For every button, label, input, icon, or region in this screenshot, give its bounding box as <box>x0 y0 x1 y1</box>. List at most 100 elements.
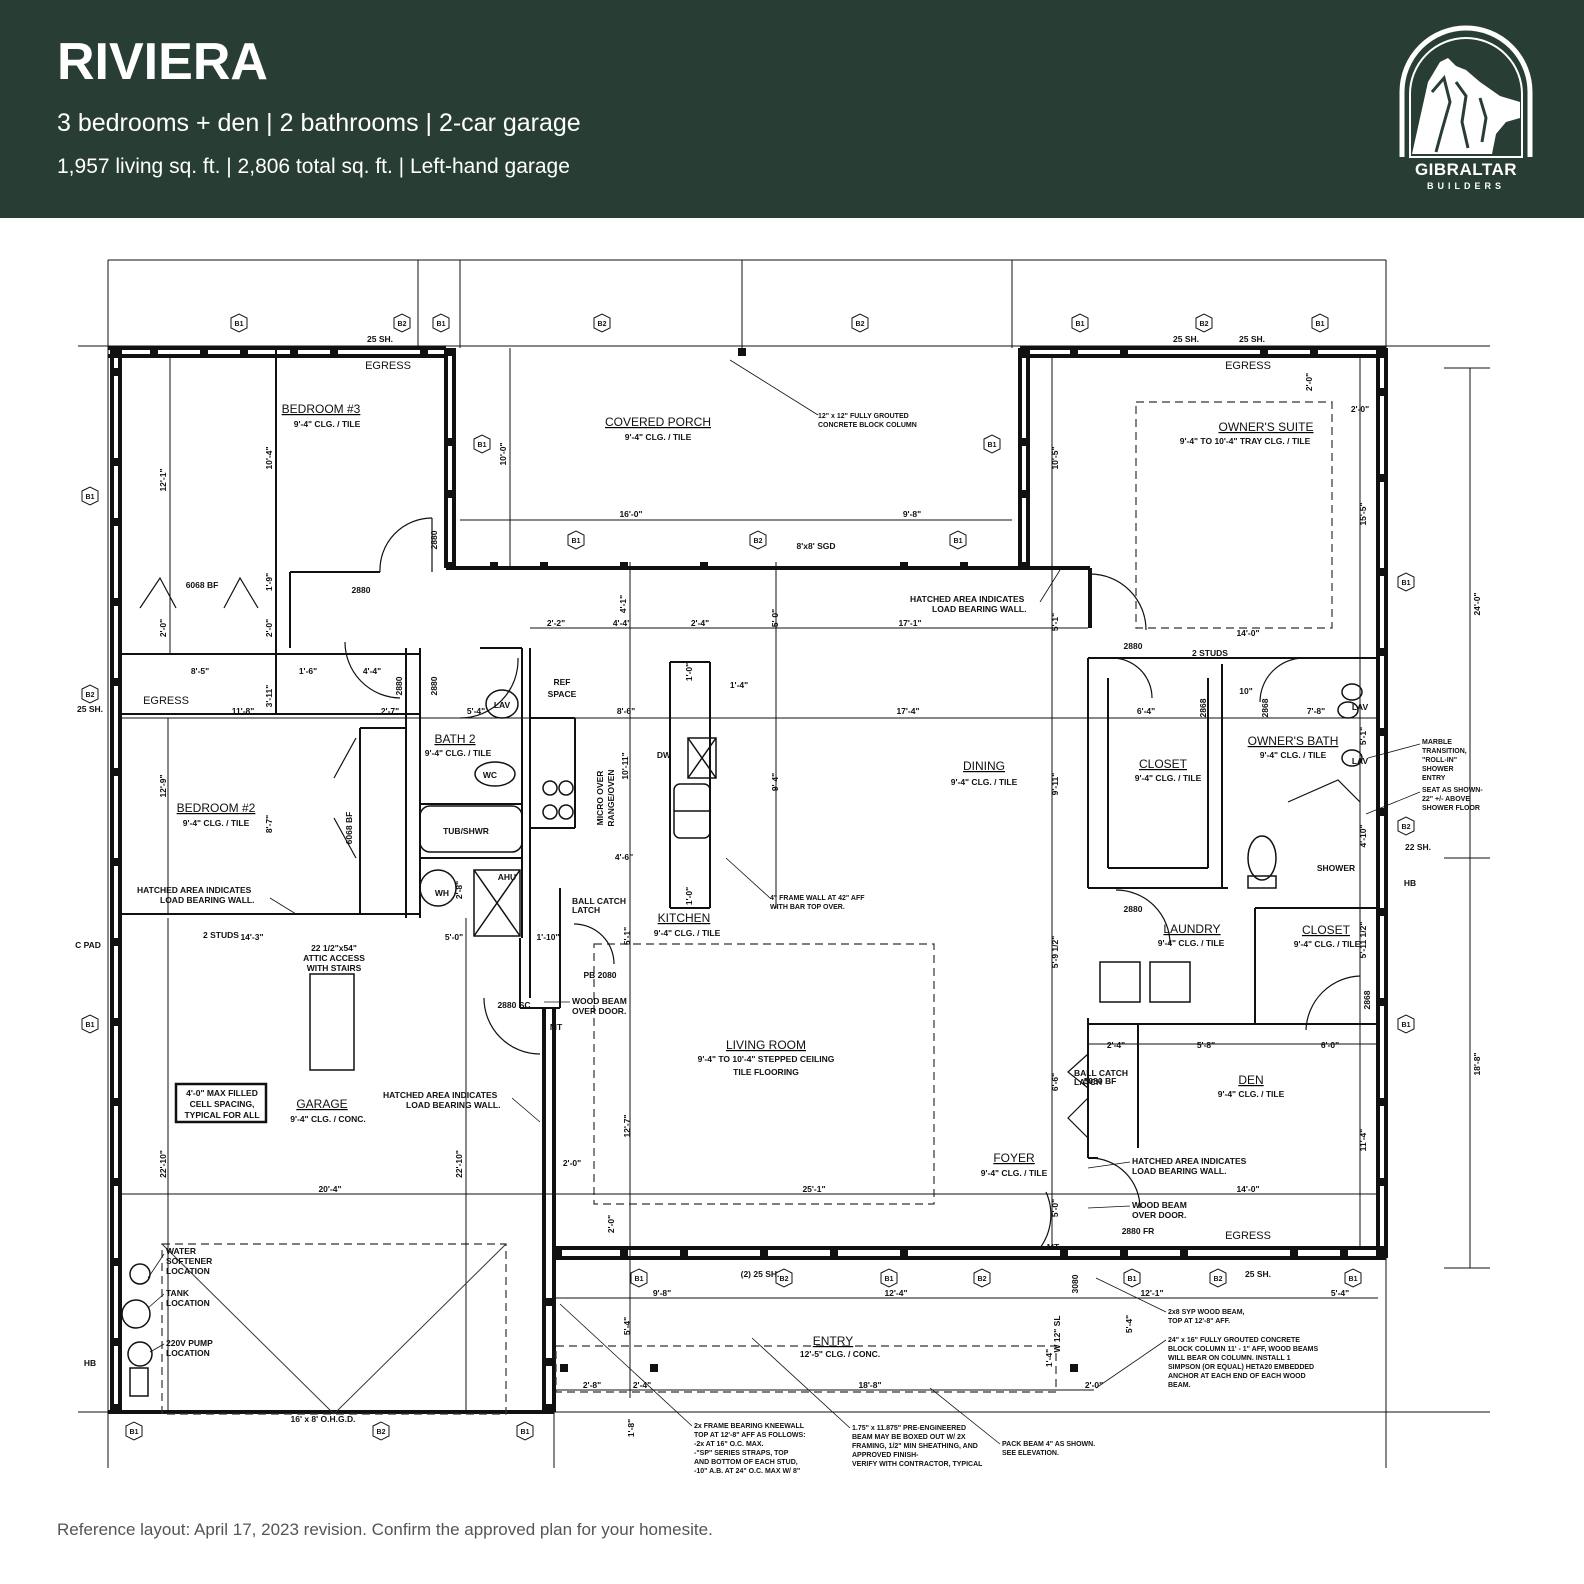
dim-label: 10'-4" <box>264 446 274 469</box>
lav-label: LAV <box>1352 756 1369 766</box>
plan-specs: 1,957 living sq. ft. | 2,806 total sq. f… <box>57 155 570 178</box>
dim-label: 17'-1" <box>898 618 921 628</box>
dim-label: 18'-8" <box>1472 1052 1482 1075</box>
room-note: 9'-4" CLG. / TILE <box>1260 750 1327 760</box>
dim-label: 5'-4" <box>1124 1315 1134 1333</box>
beam-label: B1 <box>1128 1276 1137 1283</box>
engineered-note: FRAMING, 1/2" MIN SHEATHING, AND <box>852 1443 978 1450</box>
hatch-note: HATCHED AREA INDICATES <box>383 1090 498 1100</box>
dim-label: 2'-0" <box>606 1215 616 1233</box>
dim-label: 8'-6" <box>617 706 635 716</box>
studs-label: 2 STUDS <box>1192 648 1228 658</box>
bf-label: 5080 BF <box>1084 1076 1117 1086</box>
block-note: BLOCK COLUMN 11' - 1" AFF, WOOD BEAMS <box>1168 1346 1319 1353</box>
dim-label: 2'-0" <box>1085 1380 1103 1390</box>
mt-label: MT <box>1047 1242 1060 1252</box>
syp-note: 2x8 SYP WOOD BEAM, <box>1168 1309 1245 1316</box>
seat-note: SHOWER FLOOR <box>1422 805 1480 812</box>
dim-label: 18'-8" <box>858 1380 881 1390</box>
attic-label: 22 1/2"x54" <box>311 943 357 953</box>
dim-label: 1'-4" <box>1044 1349 1054 1367</box>
beam-label: B2 <box>377 1429 386 1436</box>
marble-note: MARBLE <box>1422 739 1452 746</box>
beam-label: B1 <box>86 1022 95 1029</box>
room-note: 9'-4" TO 10'-4" TRAY CLG. / TILE <box>1180 436 1311 446</box>
beam-label: B1 <box>988 442 997 449</box>
beam-label: B1 <box>1402 580 1411 587</box>
hatch-note: LOAD BEARING WALL. <box>1132 1166 1226 1176</box>
marble-note: TRANSITION, <box>1422 748 1467 755</box>
pump-note: 220V PUMP <box>166 1338 213 1348</box>
beam-label: B2 <box>978 1276 987 1283</box>
dim-label: 10'-0" <box>498 442 508 465</box>
dim-label: 25'-1" <box>802 1184 825 1194</box>
wc-label: WC <box>483 770 497 780</box>
dim-label: 1'-10" <box>536 932 559 942</box>
mt-label: MT <box>550 1022 563 1032</box>
block-note: 24" x 16" FULLY GROUTED CONCRETE <box>1168 1337 1300 1344</box>
beam-label: B2 <box>1200 321 1209 328</box>
room-note: 9'-4" CLG. / TILE <box>951 777 1018 787</box>
dim-label: 4'-6" <box>615 852 633 862</box>
kneewall-note: -2x AT 16" O.C. MAX. <box>694 1441 763 1448</box>
dw-label: DW <box>657 750 672 760</box>
beam-label: B1 <box>1402 1022 1411 1029</box>
beam-label: B1 <box>954 538 963 545</box>
dim-label: 12'-4" <box>884 1288 907 1298</box>
ballcatch-note: BALL CATCH <box>572 896 626 906</box>
wood-note: OVER DOOR. <box>1132 1210 1186 1220</box>
beam-label: B2 <box>780 1276 789 1283</box>
pad-label: C PAD <box>75 940 101 950</box>
room-note: 9'-4" CLG. / TILE <box>425 748 492 758</box>
beam-label: B2 <box>1214 1276 1223 1283</box>
kneewall-note: TOP AT 12'-8" AFF AS FOLLOWS: <box>694 1432 806 1439</box>
beam-label: B1 <box>521 1429 530 1436</box>
softener-note: SOFTENER <box>166 1256 212 1266</box>
engineered-note: VERIFY WITH CONTRACTOR, TYPICAL <box>852 1461 983 1468</box>
room-note: 9'-4" CLG. / CONC. <box>290 1114 365 1124</box>
dim-label: 5'-4" <box>1331 1288 1349 1298</box>
door-label: 2880 <box>1124 641 1143 651</box>
marble-note: SHOWER <box>1422 766 1454 773</box>
beam-label: B2 <box>86 692 95 699</box>
dim-label: 2'-7" <box>381 706 399 716</box>
wh-label: WH <box>435 888 449 898</box>
pack-note: PACK BEAM 4" AS SHOWN. <box>1002 1441 1095 1448</box>
beam-label: B1 <box>1349 1276 1358 1283</box>
column-note: CONCRETE BLOCK COLUMN <box>818 422 917 429</box>
bf-label: 6068 BF <box>344 812 354 845</box>
sl-label: W 12" SL <box>1052 1315 1062 1352</box>
room-porch: COVERED PORCH <box>605 415 711 429</box>
dim-label: 24'-0" <box>1472 592 1482 615</box>
ballcatch-note: LATCH <box>1074 1077 1102 1087</box>
room-dining: DINING <box>963 759 1005 773</box>
dim-label: 2'-8" <box>454 881 464 899</box>
door-label: 2880 <box>394 676 404 695</box>
door-label: 2880 SC <box>497 1000 530 1010</box>
sgd-label: 8'x8' SGD <box>796 541 835 551</box>
pump-note: LOCATION <box>166 1348 210 1358</box>
micro-label: MICRO OVER <box>595 771 605 826</box>
dim-label: 8'-7" <box>264 815 274 833</box>
room-closet1: CLOSET <box>1139 757 1188 771</box>
lav-label: LAV <box>1352 702 1369 712</box>
dim-label: 5'-1" <box>1358 727 1368 745</box>
sh-label: 25 SH. <box>367 334 393 344</box>
room-den: DEN <box>1238 1073 1263 1087</box>
egress-label: EGRESS <box>365 360 411 372</box>
door-label: 2880 <box>1124 904 1143 914</box>
beam-label: B1 <box>635 1276 644 1283</box>
seat-note: SEAT AS SHOWN- <box>1422 787 1483 794</box>
beam-label: B2 <box>1402 824 1411 831</box>
dim-label: 8'-5" <box>191 666 209 676</box>
dim-label: 5'-0" <box>770 609 780 627</box>
wood-note: WOOD BEAM <box>1132 1200 1187 1210</box>
room-owners-suite: OWNER'S SUITE <box>1219 420 1314 434</box>
column-note: 12" x 12" FULLY GROUTED <box>818 413 909 420</box>
dim-label: 12'-1" <box>1140 1288 1163 1298</box>
door-label: 2868 <box>1260 698 1270 717</box>
dim-label: 12'-9" <box>158 774 168 797</box>
lav-label: LAV <box>494 700 511 710</box>
dim-label: 1'-8" <box>626 1419 636 1437</box>
room-note: 9'-4" CLG. / TILE <box>625 432 692 442</box>
